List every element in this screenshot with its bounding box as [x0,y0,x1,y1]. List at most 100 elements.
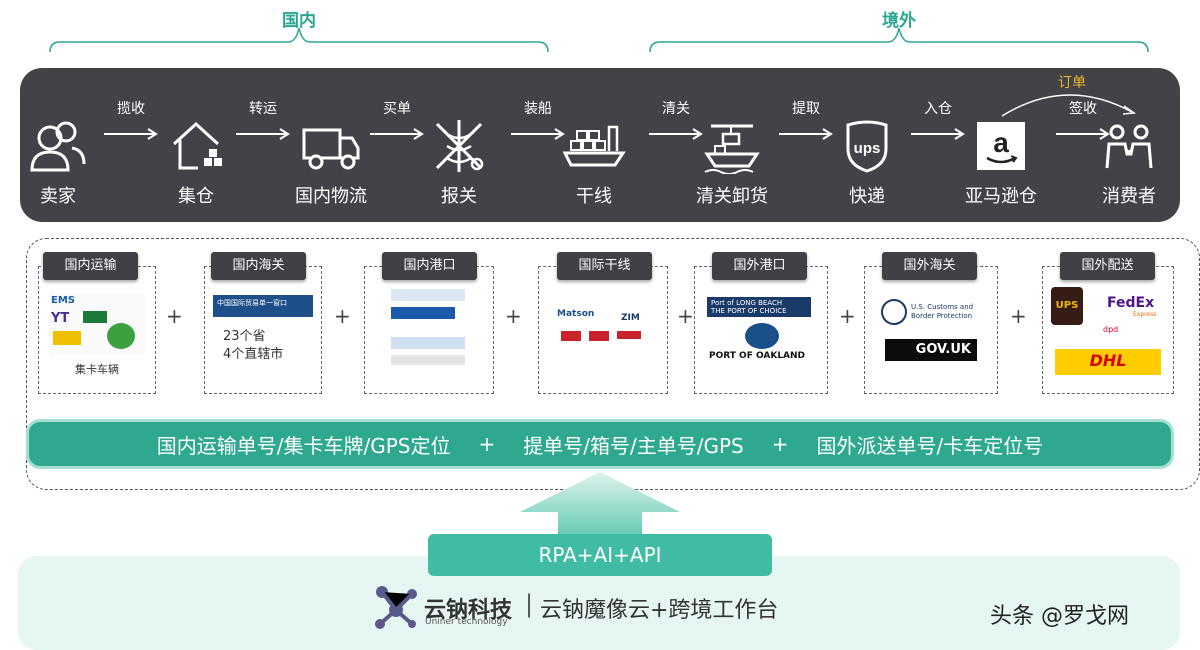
step-label: 亚马逊仓 [965,186,1037,207]
category-domestic-customs: 国内海关 [211,252,306,280]
card-international-mainline: Matson ZIM [538,266,668,394]
step-amazon-warehouse: a 亚马逊仓 [946,118,1056,208]
ups-icon: ups [846,120,888,173]
warehouse-icon [172,121,222,170]
edge-label: 买单 [383,101,411,117]
ups-letters: ups [854,140,881,157]
edge-pickup: 揽收 [104,98,158,140]
ups-logo: UPS [1051,287,1083,325]
dhl-logo: DHL [1055,349,1161,375]
amazon-icon: a [977,122,1025,170]
matson-logo: Matson [557,309,595,319]
arrow-right-icon [779,128,833,140]
arrow-right-icon [649,128,703,140]
company-divider: | [525,590,534,618]
tracking-domestic: 国内运输单号/集卡车牌/GPS定位 [156,433,451,458]
tracking-mainline: 提单号/箱号/主单号/GPS [523,433,744,458]
rpa-label: RPA+AI+API [428,534,772,576]
qingdao-port-logo [391,337,465,349]
edge-label: 揽收 [117,101,145,117]
unload-ship-icon [704,124,760,174]
edge-label: 入仓 [924,101,952,117]
card-domestic-transport: EMS YT 集卡车辆 [38,266,156,394]
cbp-line1: U.S. Customs and [911,303,974,311]
arrow-right-icon [236,128,290,140]
edge-label: 签收 [1069,101,1097,117]
card-domestic-customs: 中国国际贸易单一窗口 23个省 4个直辖市 [204,266,322,394]
step-seller: 卖家 [3,118,113,208]
step-clearance-unload: 清关卸货 [677,118,787,208]
govuk-logo: GOV.UK [885,339,977,361]
step-mainline: 干线 [539,118,649,208]
tracking-plus: + [478,432,496,456]
fedex-sub: Express [1133,311,1157,318]
step-label: 报关 [441,186,477,207]
order-arc [1001,94,1137,117]
region-domestic: 国内 [282,11,316,31]
customs-provinces: 23个省 [223,329,266,344]
step-customs: 报关 [404,118,514,208]
ship-icon [562,125,626,167]
category-overseas-customs: 国外海关 [882,252,977,280]
airline-logo [589,331,609,341]
domestic-brace [49,27,549,53]
step-warehouse: 集仓 [141,118,251,208]
category-overseas-delivery: 国外配送 [1060,252,1155,280]
edge-label: 装船 [524,101,552,117]
category-domestic-transport: 国内运输 [43,252,138,280]
up-arrow-icon [520,472,680,540]
arrow-right-icon [370,128,424,140]
tracking-plus: + [771,432,789,456]
edge-transfer: 转运 [236,98,290,140]
courier-logos: EMS YT [49,293,145,355]
order-label: 订单 [1058,75,1086,91]
platform-name: 云钠魔像云+跨境工作台 [540,598,779,623]
consumer-icon [1105,124,1153,169]
plus-sign: + [334,304,351,328]
cbp-line2: Border Protection [911,312,973,320]
category-international-mainline: 国际干线 [557,252,652,280]
edge-label: 转运 [249,101,277,117]
truck-caption: 集卡车辆 [75,363,119,376]
customs-municipalities: 4个直辖市 [223,347,284,362]
tracking-strip: 国内运输单号/集卡车牌/GPS定位 + 提单号/箱号/主单号/GPS + 国外派… [26,419,1174,469]
step-label: 国内物流 [295,186,367,207]
single-window-banner: 中国国际贸易单一窗口 [213,295,313,317]
step-domestic-logistics: 国内物流 [276,118,386,208]
company-logo-icon [375,586,417,629]
category-overseas-ports: 国外港口 [712,252,807,280]
plus-sign: + [505,304,522,328]
airline-logo [617,331,641,339]
arrow-right-icon [911,128,965,140]
seller-icon [30,121,86,172]
edge-extract: 提取 [776,98,836,140]
edge-clearance: 清关 [646,98,706,140]
arrow-right-icon [1056,128,1110,140]
edge-label: 清关 [662,101,690,117]
zhejiang-port-logo [391,307,455,319]
oakland-globe-icon [745,323,779,349]
step-label: 清关卸货 [696,186,768,207]
company-name: 云钠科技 [424,598,513,623]
edge-signoff: 签收 [1054,98,1112,140]
edge-inbound: 入仓 [908,98,968,140]
edge-purchase: 买单 [370,98,424,140]
customs-icon [435,120,484,172]
step-label: 干线 [576,186,612,207]
long-beach-text: Port of LONG BEACH [711,299,783,307]
watermark: 头条 @罗戈网 [990,604,1129,629]
edge-label: 提取 [792,101,820,117]
shanghai-port-logo [391,289,465,301]
dpd-logo: dpd [1103,325,1119,334]
zim-logo: ZIM [621,313,640,323]
step-express: ups 快递 [812,118,922,208]
step-label: 卖家 [40,186,76,207]
region-overseas: 境外 [882,11,916,31]
arrow-right-icon [511,128,565,140]
truck-icon [302,128,360,170]
plus-sign: + [166,304,183,328]
step-label: 消费者 [1102,186,1156,207]
